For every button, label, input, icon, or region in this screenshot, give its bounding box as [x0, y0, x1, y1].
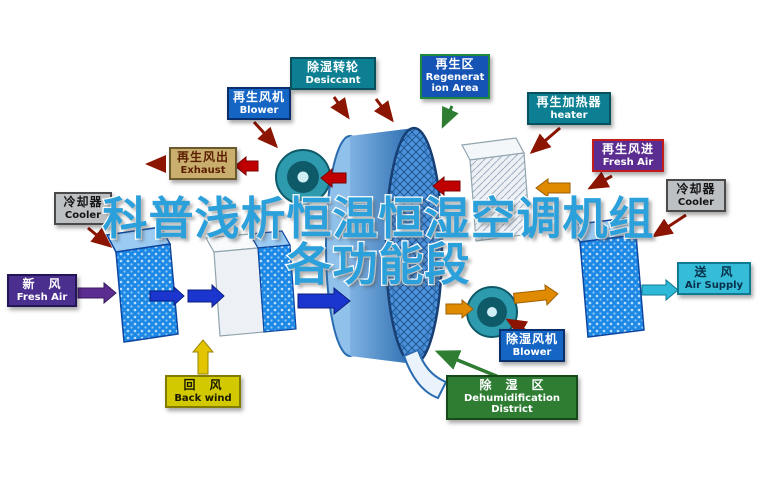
label-cooler-left-zh: 冷却器	[63, 195, 103, 209]
label-desiccant-zh: 除湿转轮	[306, 60, 359, 74]
label-air-supply-en: Air Supply	[684, 279, 744, 291]
label-air-supply-zh: 送 风	[694, 265, 734, 279]
label-dehumid-blower-zh: 除湿风机	[505, 332, 558, 346]
heater-to-rotor-arrow	[432, 175, 461, 197]
connector-desiccant	[330, 96, 350, 120]
label-desiccant: 除湿转轮 Desiccant	[290, 57, 376, 91]
label-back-wind: 回 风 Back wind	[165, 375, 241, 409]
label-regen-area-zh: 再生区	[435, 57, 475, 71]
label-cooler-right: 冷却器 Cooler	[666, 179, 726, 213]
label-desiccant-en: Desiccant	[305, 74, 361, 86]
process-air-arrow-3	[297, 286, 351, 316]
label-cooler-left-en: Cooler	[64, 209, 102, 221]
label-regen-fresh-air-zh: 再生风进	[601, 142, 654, 156]
return-air-arrow	[191, 339, 215, 375]
label-cooler-left: 冷却器 Cooler	[54, 192, 112, 226]
desiccant-rotor-wheel	[325, 126, 448, 400]
label-regen-fresh-air-en: Fresh Air	[602, 156, 654, 168]
supply-cooler-box	[569, 217, 645, 338]
label-fresh-air-zh: 新 风	[22, 277, 62, 291]
label-fresh-air-en: Fresh Air	[16, 291, 68, 303]
connector-regen-heater	[529, 126, 561, 154]
label-cooler-right-en: Cooler	[677, 196, 715, 208]
connector-desiccant-2	[373, 98, 394, 123]
regen-air-to-heater-arrow	[535, 178, 571, 198]
label-regen-heater-en: heater	[550, 109, 588, 121]
connector-cooler-left	[87, 226, 113, 248]
label-dehumid-district: 除 湿 区 Dehumidification District	[446, 375, 578, 420]
fresh-air-coil-box	[105, 226, 179, 343]
label-exhaust: 再生风出 Exhaust	[169, 147, 237, 181]
label-back-wind-zh: 回 风	[183, 378, 223, 392]
regeneration-fan	[275, 149, 331, 205]
label-fresh-air: 新 风 Fresh Air	[7, 274, 77, 308]
label-regen-heater: 再生加热器 heater	[527, 92, 611, 126]
label-dehumid-district-zh: 除 湿 区	[479, 378, 545, 392]
dehumidification-fan	[466, 286, 518, 338]
label-regen-blower-zh: 再生风机	[232, 90, 285, 104]
connector-regen-area	[441, 105, 459, 129]
air-supply-outlet-arrow	[641, 278, 679, 302]
label-cooler-right-zh: 冷却器	[676, 182, 716, 196]
regeneration-heater-box	[461, 137, 531, 242]
fresh-air-inlet-arrow	[77, 281, 117, 305]
process-air-arrow-2	[187, 283, 225, 309]
fan-to-exhaust-arrow	[234, 155, 259, 177]
fan-to-cooler-arrow	[513, 284, 559, 307]
label-exhaust-zh: 再生风出	[176, 150, 229, 164]
rotor-to-fan-arrow	[445, 298, 474, 320]
connector-regen-blower	[252, 120, 279, 149]
label-dehumid-district-en: Dehumidification District	[463, 392, 561, 416]
label-regen-area-en: Regeneration Area	[425, 71, 485, 95]
label-regen-fresh-air: 再生风进 Fresh Air	[592, 139, 664, 173]
label-dehumid-blower: 除湿风机 Blower	[499, 329, 565, 363]
label-dehumid-blower-en: Blower	[512, 346, 552, 358]
label-regen-area: 再生区 Regeneration Area	[420, 54, 490, 99]
connector-cooler-right	[651, 213, 687, 238]
process-air-arrow-1	[149, 285, 185, 307]
rotor-to-regen-fan-arrow	[320, 167, 347, 189]
label-air-supply: 送 风 Air Supply	[677, 262, 751, 296]
label-regen-blower-en: Blower	[239, 104, 279, 116]
connector-regen-fresh-air	[587, 171, 613, 190]
label-regen-heater-zh: 再生加热器	[536, 95, 602, 109]
filter-box	[205, 230, 297, 337]
label-regen-blower: 再生风机 Blower	[227, 87, 291, 121]
label-back-wind-en: Back wind	[174, 392, 232, 404]
label-exhaust-en: Exhaust	[180, 164, 226, 176]
